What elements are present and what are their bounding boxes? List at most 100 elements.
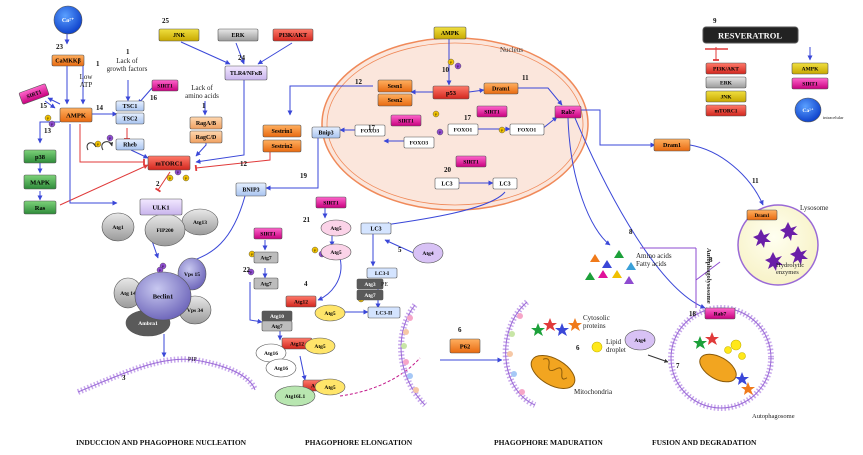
node-label: FOXO3 (361, 128, 380, 134)
node-label: JNK (721, 94, 733, 100)
node-label: TLR4/NFκB (230, 71, 262, 77)
step-number-12a: 12 (355, 78, 363, 86)
node-tsc2: TSC2 (115, 112, 145, 125)
cytosolic-protein-icons (531, 318, 755, 395)
node-foxo1-a: FOXO1 (447, 123, 479, 136)
step-number-7: 7 (676, 362, 680, 370)
node-shape (53, 5, 83, 35)
node-atg1: Atg1 (101, 212, 135, 242)
step-number-6a: 6 (458, 326, 462, 334)
node-label: Atg3 (364, 282, 376, 288)
node-atg5-d: Atg5 (304, 337, 336, 355)
step-number-11a: 11 (522, 74, 529, 82)
pip-label: PIP (188, 357, 197, 363)
resveratrol-panel: RESVERATROL (702, 26, 799, 50)
node-label: Atg16 (274, 366, 288, 372)
lipid-droplet-label-1: Lipid (606, 338, 622, 346)
node-shape (235, 182, 267, 197)
step-number-2: 2 (156, 180, 160, 188)
node-label: Rheb (123, 143, 137, 149)
node-camkk: CaMKKβ (51, 54, 85, 67)
node-shape (115, 138, 145, 151)
step-number-14: 14 (96, 104, 104, 112)
nucleus-label: Nucleus (500, 46, 523, 54)
node-tlr4: TLR4/NFκB (224, 65, 268, 81)
node-mtorc1: mTORC1 (147, 155, 191, 171)
node-label: TSC1 (123, 104, 138, 110)
node-label: AMPK (802, 66, 820, 72)
node-atg16l1: Atg16L1 (274, 385, 316, 407)
autophagolysosome-label: Autophagolysosome (705, 248, 712, 304)
node-label: FOXO1 (518, 127, 537, 133)
pe-label: PE (381, 282, 388, 288)
node-label: P62 (460, 343, 470, 350)
step-number-8a: 8 (629, 228, 633, 236)
node-label: Dram1 (755, 214, 770, 219)
step-number-13: 13 (44, 127, 52, 135)
node-label: MAPK (30, 179, 50, 186)
node-shape (509, 123, 545, 136)
node-fip200: FIP200 (144, 213, 186, 247)
step-number-25: 25 (162, 17, 170, 25)
node-r-jnk: JNK (705, 90, 747, 103)
phosphate-letter: P (97, 143, 99, 147)
node-shape (360, 222, 392, 235)
node-erk: ERK (217, 28, 259, 42)
phosphate-letter: P (250, 271, 252, 275)
node-shape (285, 295, 317, 308)
node-shape (311, 126, 341, 139)
node-sirt1-f: SIRT1 (315, 196, 347, 209)
node-atg7-b: Atg7 (356, 289, 384, 301)
lysosome-label: Lysosome (800, 204, 828, 212)
node-label: SIRT1 (484, 109, 500, 115)
step-number-6b: 6 (576, 344, 580, 352)
node-dram1-lys: Dram1 (746, 209, 778, 221)
node-foxo3-b: FOXO3 (403, 136, 435, 149)
phosphate-letter: P (251, 253, 253, 257)
node-lc3-c: LC3 (360, 222, 392, 235)
node-label: PI3K/AKT (279, 33, 307, 39)
heading-fusion: FUSION AND DEGRADATION (652, 438, 757, 447)
node-shape (224, 65, 268, 81)
node-label: AMPK (66, 112, 86, 119)
node-label: Sesn2 (388, 98, 403, 104)
phosphate-letter: P (51, 123, 53, 127)
node-shape (253, 277, 279, 290)
node-label: Sesn1 (388, 84, 403, 90)
node-shape (23, 149, 57, 164)
node-label: Dram1 (663, 143, 681, 149)
node-shape (314, 378, 346, 396)
node-shape (320, 219, 352, 237)
node-shape (794, 97, 822, 123)
node-r-sirt1: SIRT1 (791, 77, 829, 90)
node-label: JNK (173, 33, 185, 39)
heading-maduration: PHAGOPHORE MADURATION (494, 438, 603, 447)
phosphate-icon: P (156, 266, 164, 274)
node-dram1-out: Dram1 (653, 138, 691, 152)
step-number-24: 24 (238, 54, 246, 62)
node-shape (189, 130, 223, 144)
node-shape (377, 79, 413, 93)
node-shape (705, 76, 747, 89)
step-number-12b: 12 (240, 160, 248, 168)
phosphate-letter: P (435, 113, 437, 117)
phosphate-icon: P (454, 62, 462, 70)
node-label: ULK1 (152, 204, 169, 211)
node-foxo3-a: FOXO3 (354, 124, 386, 137)
node-shape (377, 93, 413, 107)
node-shape (18, 83, 50, 105)
node-label: Atg4 (422, 251, 434, 257)
node-atg5-b: Atg5 (320, 243, 352, 261)
node-label: SIRT1 (26, 89, 43, 100)
node-label: Atg1 (112, 225, 124, 231)
text-labels: Lack of growth factors Lack of amino aci… (80, 57, 829, 420)
node-label: Atg10 (270, 314, 284, 320)
node-ulk1: ULK1 (139, 198, 183, 216)
node-sirt1-g: SIRT1 (253, 227, 283, 240)
node-label: RagC/D (196, 135, 217, 141)
node-shape (791, 62, 829, 75)
node-label: Sestrin2 (272, 144, 293, 150)
node-label: Sestrin1 (272, 129, 293, 135)
node-shape (356, 278, 384, 290)
